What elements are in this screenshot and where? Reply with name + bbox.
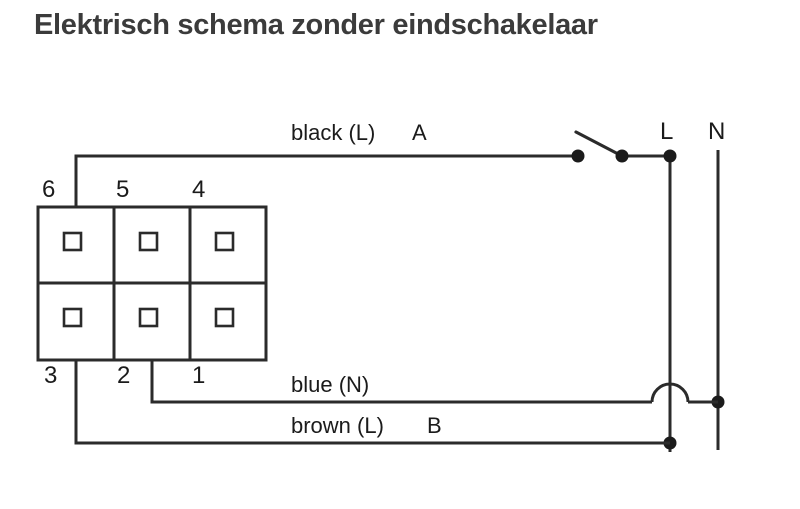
switch-pivot-dot [615, 149, 629, 163]
wire-label-black: black (L) [291, 120, 376, 145]
mains-label-n: N [708, 118, 726, 145]
terminal-label-1: 1 [192, 362, 206, 389]
wire-label-black-marker: A [412, 120, 427, 145]
terminal-screw-2 [138, 307, 159, 328]
mains-label-l: L [660, 118, 674, 145]
wire-label-brown: brown (L) [291, 413, 384, 438]
terminal-screw-6 [62, 231, 83, 252]
brown-line-wire [74, 360, 670, 445]
black-line-wire [74, 154, 578, 207]
terminal-screw-5 [138, 231, 159, 252]
terminal-screw-3 [62, 307, 83, 328]
wire-label-blue: blue (N) [291, 372, 370, 397]
terminal-screw-4 [214, 231, 235, 252]
wire-label-brown-marker: B [427, 413, 442, 438]
terminal-label-4: 4 [192, 176, 206, 203]
terminal-label-6: 6 [42, 176, 56, 203]
switch-contact-left-dot [571, 149, 585, 163]
page-title: Elektrisch schema zonder eindschakelaar [34, 9, 598, 41]
n-rail [711, 150, 725, 450]
terminal-label-5: 5 [116, 176, 130, 203]
terminal-label-2: 2 [117, 362, 131, 389]
l-rail [663, 149, 677, 452]
terminal-block[interactable] [36, 205, 268, 362]
switch-symbol[interactable] [571, 130, 671, 163]
terminal-screw-1 [214, 307, 235, 328]
l-rail-top-junction-dot [663, 149, 677, 163]
terminal-label-3: 3 [44, 362, 58, 389]
blue-neutral-wire [150, 360, 718, 404]
